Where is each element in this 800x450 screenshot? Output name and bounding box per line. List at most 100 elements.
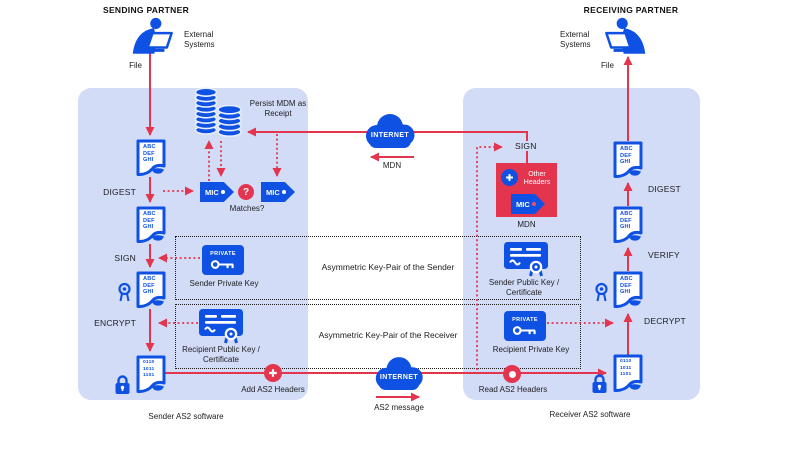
mic-label: MIC <box>205 187 219 197</box>
private-key-icon: PRIVATE <box>504 311 546 341</box>
plus-icon <box>501 169 518 186</box>
read-as2-headers-label: Read AS2 Headers <box>478 385 548 394</box>
question-icon: ? <box>238 184 254 200</box>
doc-line: ABC <box>620 211 633 217</box>
doc-line: DEF <box>620 282 632 289</box>
database-stack-icon <box>194 87 218 135</box>
certificate-icon <box>198 308 244 344</box>
receiver-keypair-box <box>175 304 581 369</box>
read-headers-dot-icon <box>503 365 521 383</box>
doc-line: GHI <box>620 289 631 296</box>
sender-software-caption: Sender AS2 software <box>148 412 224 421</box>
mic-tag-mdn: MIC <box>511 194 545 214</box>
database-stack-icon <box>216 105 243 137</box>
private-badge: PRIVATE <box>512 316 538 323</box>
key-glyph <box>512 325 536 335</box>
doc-line: DEF <box>143 217 155 224</box>
sender-person-icon <box>127 17 175 54</box>
persist-mdm-label: Persist MDM as Receipt <box>249 99 307 118</box>
sender-keypair-title: Asymmetric Key-Pair of the Sender <box>321 262 455 272</box>
doc-line: 1011 <box>620 365 632 371</box>
doc-line: 0110 <box>143 360 155 365</box>
doc-line: ABC <box>143 144 156 150</box>
other-headers-label: Other Headers <box>523 171 551 186</box>
receiving-partner-title: RECEIVING PARTNER <box>583 5 679 15</box>
doc-line: GHI <box>143 224 154 231</box>
internet-label: INTERNET <box>379 374 419 381</box>
decrypt-step-label: DECRYPT <box>644 316 686 326</box>
certificate-icon <box>503 241 549 277</box>
mic-dot-icon <box>281 189 287 195</box>
lock-icon <box>591 373 608 394</box>
doc-line: 1011 <box>143 366 155 372</box>
sender-external-systems-label: External Systems <box>184 30 215 49</box>
sender-software-panel <box>78 88 308 400</box>
doc-line: ABC <box>143 276 156 282</box>
seal-icon <box>594 282 609 303</box>
receiver-digest-step-label: DIGEST <box>648 184 681 194</box>
doc-line: GHI <box>143 157 154 164</box>
receiver-sign-step-label: SIGN <box>513 141 539 151</box>
encrypt-step-label: ENCRYPT <box>94 318 136 328</box>
mic-dot-icon <box>220 189 226 195</box>
add-as2-headers-label: Add AS2 Headers <box>241 385 305 394</box>
add-headers-plus-icon <box>264 364 282 382</box>
recipient-public-key-caption: Recipient Public Key / Certificate <box>182 345 260 364</box>
mic-label: MIC <box>266 187 280 197</box>
doc-line: DEF <box>143 150 155 157</box>
doc-line: ABC <box>620 146 633 152</box>
seal-icon <box>117 282 132 303</box>
private-key-icon: PRIVATE <box>202 245 244 275</box>
doc-line: ABC <box>620 276 633 282</box>
mic-tag-computed: MIC <box>200 182 234 202</box>
mic-label: MIC <box>516 199 530 209</box>
receiver-software-caption: Receiver AS2 software <box>549 410 631 419</box>
sender-public-key-caption: Sender Public Key / Certificate <box>488 278 560 297</box>
sending-partner-title: SENDING PARTNER <box>102 5 190 15</box>
receiver-software-panel <box>463 88 700 400</box>
doc-line: DEF <box>620 217 632 224</box>
receiver-keypair-title: Asymmetric Key-Pair of the Receiver <box>318 330 458 340</box>
digest-step-label: DIGEST <box>103 187 136 197</box>
internet-label: INTERNET <box>370 132 410 139</box>
mic-tag-received: MIC <box>261 182 295 202</box>
sender-file-label: File <box>129 61 142 70</box>
private-badge: PRIVATE <box>210 250 236 257</box>
sender-private-key-caption: Sender Private Key <box>189 279 259 288</box>
doc-line: GHI <box>143 289 154 296</box>
doc-line: DEF <box>143 282 155 289</box>
dotted-flow-arrows <box>158 134 614 370</box>
doc-line: DEF <box>620 152 632 159</box>
lock-icon <box>114 374 131 395</box>
mdn-flow-label: MDN <box>382 161 402 170</box>
sign-step-label: SIGN <box>114 253 136 263</box>
sender-keypair-box <box>175 236 581 300</box>
doc-line: 1101 <box>143 373 155 379</box>
verify-step-label: VERIFY <box>648 250 680 260</box>
matches-label: Matches? <box>229 204 265 213</box>
receiver-external-systems-label: External Systems <box>560 30 591 49</box>
doc-line: ABC <box>143 211 156 217</box>
recipient-private-key-caption: Recipient Private Key <box>492 345 570 354</box>
receiver-person-icon <box>603 17 651 54</box>
mdn-message-box: Other Headers MIC <box>496 163 557 217</box>
receiver-file-label: File <box>601 61 614 70</box>
doc-line: 0110 <box>620 359 632 364</box>
doc-line: GHI <box>620 159 631 166</box>
mic-dot-icon <box>531 201 537 207</box>
internet-cloud-top: INTERNET <box>360 113 420 151</box>
mdn-box-caption: MDN <box>517 220 536 229</box>
doc-line: GHI <box>620 224 631 231</box>
internet-cloud-bottom: INTERNET <box>370 356 428 393</box>
doc-line: 1101 <box>620 372 632 378</box>
